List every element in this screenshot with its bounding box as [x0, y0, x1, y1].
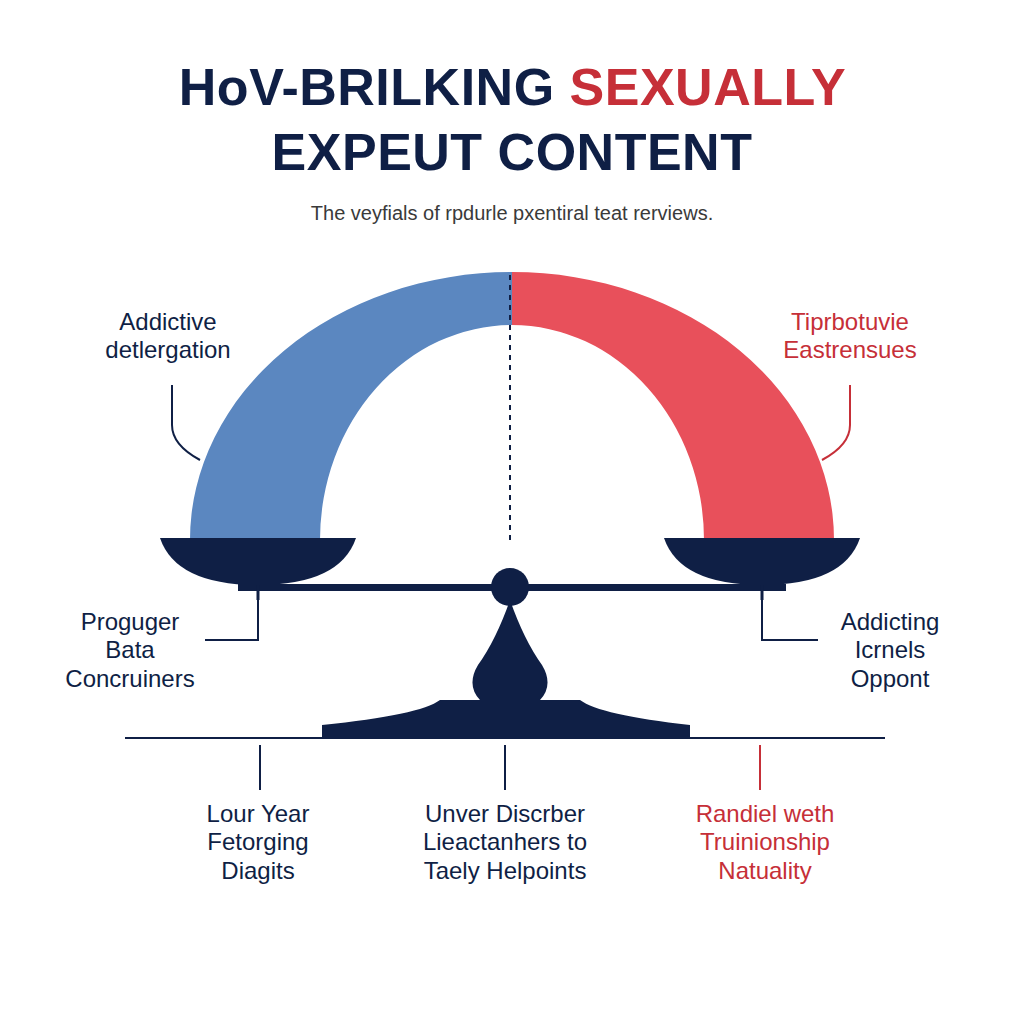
- blue-arch: [190, 272, 512, 540]
- leader-line: [205, 600, 258, 640]
- pan-stem: [257, 585, 260, 600]
- leader-line: [172, 385, 200, 460]
- leader-line: [822, 385, 850, 460]
- callout-label: Randiel weth Truinionship Natuality: [688, 800, 843, 885]
- callout-label: Tiprbotuvie Eastrensues: [753, 308, 948, 365]
- title: HoV-BRILKING SEXUALLY EXPEUT CONTENT: [132, 55, 892, 185]
- caption: The veyfials of rpdurle pxentiral teat r…: [62, 202, 962, 226]
- callout-label: Lour Year Fetorging Diagits: [196, 800, 321, 885]
- center-dash: [509, 275, 511, 545]
- leader-line: [759, 745, 761, 790]
- ground-line: [125, 737, 885, 739]
- leader-line: [504, 745, 506, 790]
- base: [322, 700, 690, 737]
- pan-stem: [761, 585, 764, 600]
- left-pan: [160, 538, 356, 585]
- callout-label: Addictive detlergation: [81, 308, 256, 365]
- right-pan: [664, 538, 860, 585]
- red-arch: [512, 272, 834, 540]
- pivot: [491, 568, 529, 606]
- leader-line: [259, 745, 261, 790]
- callout-label: Addicting Icrnels Oppont: [823, 608, 958, 693]
- leader-line: [762, 600, 818, 640]
- callout-label: Unver Discrber Lieactanhers to Taely Hel…: [405, 800, 605, 885]
- stand: [472, 600, 547, 700]
- callout-label: Proguger Bata Concruiners: [58, 608, 203, 693]
